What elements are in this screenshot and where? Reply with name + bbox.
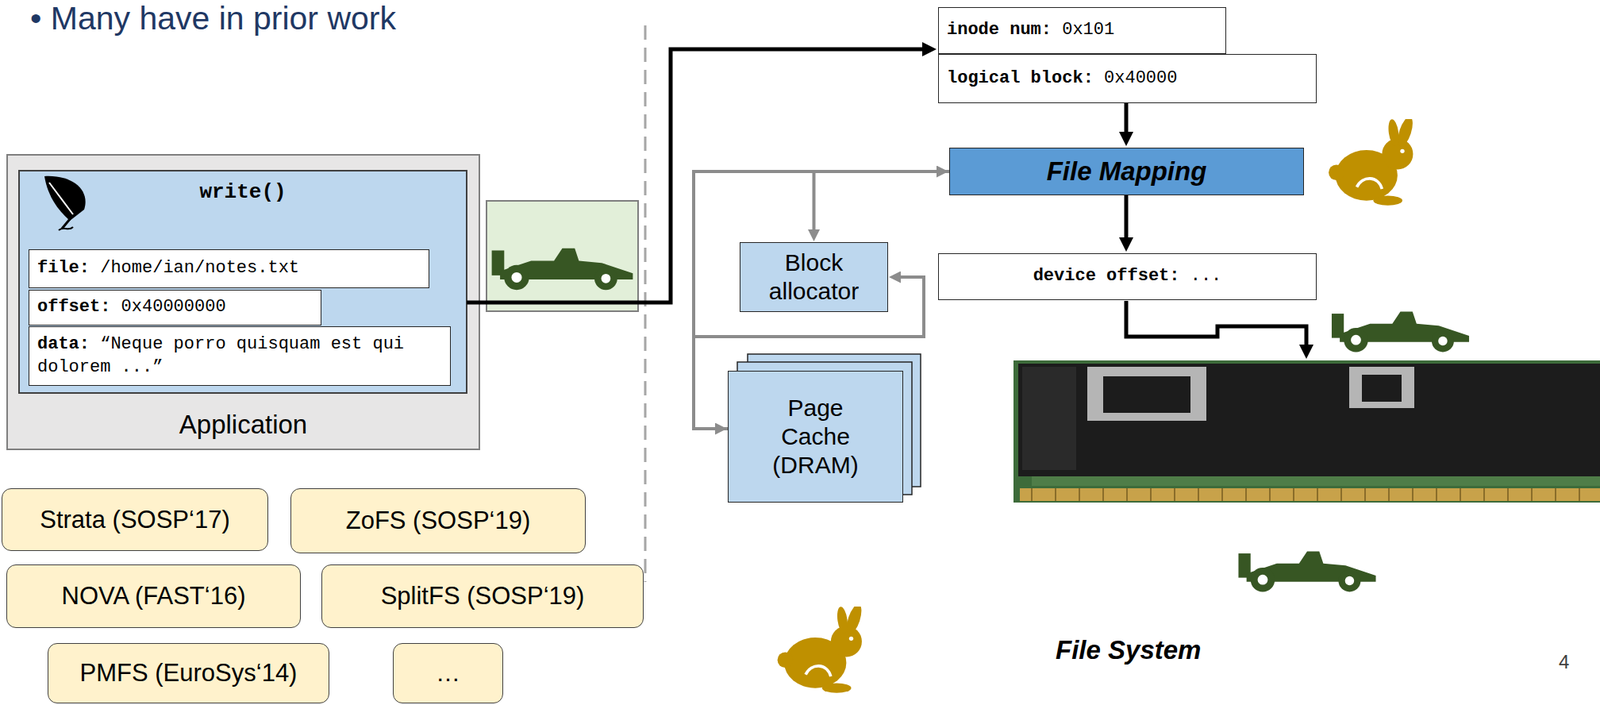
connector-arrow — [1124, 103, 1129, 132]
node-value: /home/ian/notes.txt — [100, 257, 300, 278]
quill-icon — [44, 176, 86, 231]
text-group: Page Cache (DRAM) — [764, 393, 868, 480]
text-group: NOVA (FAST‘16) — [61, 581, 247, 611]
citation-box: Strata (SOSP‘17) — [1, 488, 269, 551]
node-text: ZoFS (SOSP‘19) — [346, 506, 531, 535]
text-group: Block allocator — [750, 248, 878, 306]
page-number: 4 — [1558, 650, 1570, 674]
text-group: … — [435, 658, 461, 688]
node-text: SplitFS (SOSP‘19) — [380, 581, 585, 610]
leader-line — [1126, 300, 1307, 345]
node-text: Page Cache (DRAM) — [772, 394, 858, 478]
text-group: File Mapping — [1046, 156, 1208, 187]
node-text: data: — [37, 334, 90, 354]
citation-box: PMFS (EuroSys‘14) — [47, 642, 330, 704]
race-car-icon — [1331, 311, 1470, 353]
slide-bullet: • Many have in prior work — [30, 0, 397, 38]
text-group: Strata (SOSP‘17) — [39, 505, 230, 535]
node-text: … — [435, 658, 461, 687]
field-box: logical block: 0x40000 — [938, 53, 1317, 104]
cache-box: Page Cache (DRAM) — [727, 370, 904, 503]
process-box: File Mapping — [949, 147, 1304, 196]
text-group: ZoFS (SOSP‘19) — [346, 506, 531, 535]
process-box: Block allocator — [739, 242, 889, 312]
node-text: logical block: — [946, 68, 1094, 89]
node-value: 0x101 — [1061, 19, 1115, 40]
node-text: offset: — [37, 296, 111, 317]
node-text: write() — [199, 180, 286, 204]
field-box: file: /home/ian/notes.txt — [28, 249, 430, 289]
text-group: logical block: 0x40000 — [946, 67, 1177, 91]
text-group: Application — [7, 409, 480, 440]
node-value: 0x40000 — [1103, 68, 1177, 89]
text-group: offset: 0x40000000 — [37, 296, 227, 320]
node-text: inode num: — [946, 19, 1052, 40]
race-car-icon — [492, 248, 634, 290]
text-group: data:“Neque porro quisquam est qui dolor… — [37, 333, 443, 379]
field-box: offset: 0x40000000 — [28, 289, 322, 326]
text-group: SplitFS (SOSP‘19) — [380, 581, 585, 611]
field-box: device offset:... — [938, 253, 1317, 300]
citation-box: SplitFS (SOSP‘19) — [321, 564, 644, 628]
region-label: File System — [1055, 634, 1201, 666]
node-text: Block allocator — [769, 249, 859, 304]
application-ground — [7, 154, 480, 450]
node-text: Application — [179, 409, 308, 439]
text-group: device offset:... — [1033, 265, 1223, 289]
node-text: NOVA (FAST‘16) — [61, 581, 247, 610]
citation-box: NOVA (FAST‘16) — [6, 564, 301, 628]
connector-arrow — [814, 171, 950, 230]
call-box: write() file: /home/ian/notes.txt offset: 0x… — [19, 170, 467, 393]
field-box: data:“Neque porro quisquam est qui dolor… — [28, 326, 451, 386]
citation-box: … — [392, 642, 504, 704]
node-text: PMFS (EuroSys‘14) — [80, 658, 298, 687]
text-group: file: /home/ian/notes.txt — [37, 257, 300, 281]
node-text: file: — [37, 257, 90, 278]
field-box: inode num: 0x101 — [938, 7, 1227, 54]
rabbit-icon — [1328, 115, 1416, 206]
race-car-icon — [1238, 551, 1376, 593]
node-text: device offset: — [1033, 265, 1181, 286]
node-value: ... — [1190, 265, 1223, 286]
connector-arrow — [1124, 195, 1129, 238]
text-group: write() — [19, 180, 467, 204]
citation-box: ZoFS (SOSP‘19) — [290, 488, 586, 554]
node-text: Strata (SOSP‘17) — [39, 505, 230, 534]
node-value: “Neque porro quisquam est qui dolorem ..… — [37, 334, 404, 377]
node-value: 0x40000000 — [121, 296, 227, 317]
write-call-ground — [19, 170, 467, 393]
node-text: File Mapping — [1046, 156, 1208, 186]
text-group: inode num: 0x101 — [946, 19, 1115, 43]
fast-path-box — [486, 200, 639, 312]
pm-module — [1013, 360, 1600, 503]
rabbit-icon — [777, 602, 866, 693]
application-box: Application write() file: /home/ian/notes.t… — [7, 154, 480, 450]
text-group: PMFS (EuroSys‘14) — [80, 658, 298, 688]
